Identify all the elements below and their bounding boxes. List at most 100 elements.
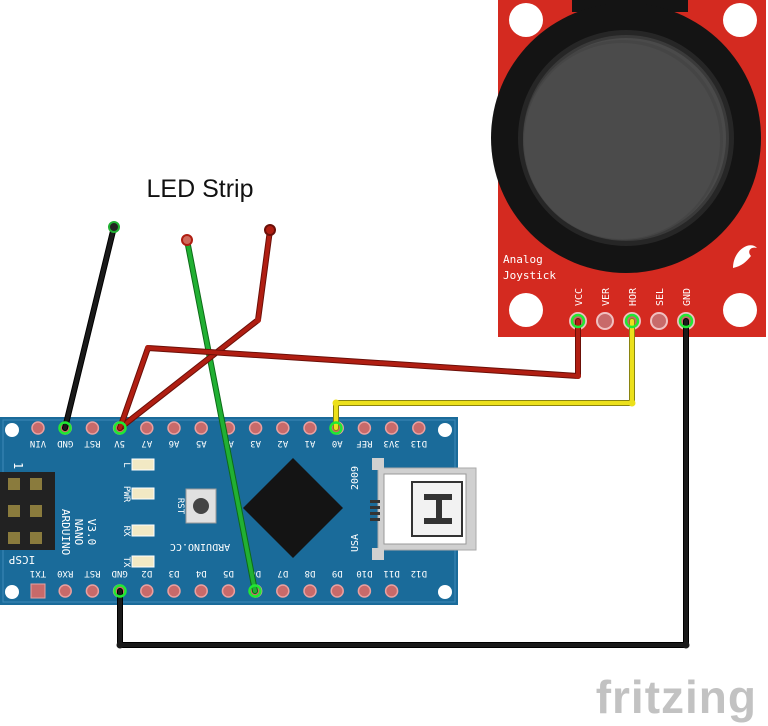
pin-a6: [167, 421, 181, 435]
pin-label-a3: A3: [250, 438, 261, 448]
joystick-pin-label-vcc: VCC: [574, 288, 585, 306]
pin-label-d3: D3: [169, 568, 180, 578]
pin-label-tx1: TX1: [30, 568, 46, 578]
joystick-pin-label-ver: VER: [601, 287, 612, 306]
pin-d10: [357, 584, 372, 598]
pin-label-gnd: GND: [111, 568, 127, 578]
pin-a7: [140, 421, 154, 435]
led-data-end: [181, 234, 193, 246]
mcu-chip: [243, 458, 343, 558]
pin-d2: [140, 584, 154, 598]
fritzing-watermark: fritzing: [596, 671, 757, 723]
pin-d11: [384, 584, 399, 598]
pin-label-rst: RST: [84, 568, 101, 578]
pin-3v3: [384, 421, 399, 435]
pin-label-a6: A6: [169, 438, 180, 448]
mount-hole: [509, 3, 543, 37]
pin-label-d6: D6: [250, 568, 261, 578]
joystick-label-line2: Joystick: [503, 269, 556, 282]
country-label: USA: [350, 534, 361, 552]
pin-a2: [276, 421, 290, 435]
pin-label-a0: A0: [332, 438, 343, 448]
reset-label: RST: [175, 498, 185, 515]
mount-hole: [723, 3, 757, 37]
pin-d9: [330, 584, 344, 598]
joystick-pin-ver: [596, 312, 614, 330]
svg-text:NANO: NANO: [72, 519, 85, 546]
icsp-pin1-label: 1: [11, 462, 25, 469]
pin-label-d12: D12: [411, 568, 427, 578]
pin-label-d4: D4: [196, 568, 207, 578]
pin-rx0: [58, 584, 72, 598]
connected-pin-highlights: [58, 313, 694, 598]
svg-text:V3.0: V3.0: [85, 519, 98, 546]
pin-label-a7: A7: [141, 438, 152, 448]
status-leds: L PWR RX TX: [121, 458, 155, 568]
joystick-pin-label-sel: SEL: [655, 288, 666, 306]
joystick-pin-label-hor: HOR: [628, 287, 639, 306]
pin-label-5v: 5V: [114, 438, 125, 448]
board-name: ARDUINO NANO V3.0: [59, 509, 98, 555]
nano-header-bottom: [31, 421, 426, 435]
mount-hole: [5, 585, 19, 599]
mount-hole: [438, 423, 452, 437]
joystick-label-line1: Analog: [503, 253, 543, 266]
joystick-pin-labels: VCC VER HOR SEL GND: [574, 287, 693, 306]
reset-button-cap: [193, 498, 209, 514]
pin-tx1: [30, 583, 46, 599]
icsp-label: ICSP: [8, 553, 35, 566]
led-gnd-end: [108, 221, 120, 233]
wires: [62, 224, 690, 649]
mount-hole: [438, 585, 452, 599]
pin-d3: [167, 584, 181, 598]
joystick-pin-label-gnd: GND: [682, 288, 693, 306]
usb-connector: [370, 458, 477, 560]
pin-label-d10: D10: [356, 568, 372, 578]
pin-label-a1: A1: [305, 438, 316, 448]
led-pwr-label: PWR: [121, 486, 131, 503]
pin-a5: [194, 421, 208, 435]
pin-label-d13: D13: [411, 438, 427, 448]
pin-d13: [412, 421, 426, 435]
diagram-title: LED Strip: [147, 175, 254, 203]
pin-label-gnd: GND: [57, 438, 73, 448]
pin-rst: [85, 421, 100, 435]
brand-label: ARDUINO.CC: [170, 541, 230, 552]
led-rx-label: RX: [121, 526, 131, 537]
pin-d5: [221, 584, 236, 598]
pin-label-rx0: RX0: [57, 568, 73, 578]
led-5v-end: [264, 224, 276, 236]
pin-d8: [303, 584, 317, 598]
svg-text:ARDUINO: ARDUINO: [59, 509, 72, 555]
pin-label-d9: D9: [332, 568, 343, 578]
nano-header-top: [30, 583, 399, 599]
pin-label-3v3: 3V3: [383, 438, 399, 448]
pin-a3: [248, 421, 263, 435]
pin-label-d7: D7: [277, 568, 288, 578]
pin-d4: [194, 584, 208, 598]
pin-label-rst: RST: [84, 438, 101, 448]
joystick-pin-sel: [650, 312, 668, 330]
pin-vin: [31, 421, 45, 435]
led-strip-wire-ends: [108, 221, 276, 246]
analog-joystick-module: Analog Joystick VCC VER HOR SEL GND: [491, 0, 766, 337]
pin-label-d11: D11: [383, 568, 399, 578]
nano-top-labels: D12 D11 D10 D9 D8 D7 D6 D5 D4 D3 D2 GND RST RX0 TX1: [30, 568, 427, 578]
pin-label-d5: D5: [223, 568, 234, 578]
wire-yellow-joystick-hor: [333, 318, 635, 431]
pin-label-a5: A5: [196, 438, 207, 448]
mount-hole: [723, 293, 757, 327]
led-l-label: L: [121, 462, 131, 467]
pin-label-d2: D2: [141, 568, 152, 578]
brand-flame-icon: [733, 245, 757, 268]
led-tx-label: TX: [121, 557, 131, 568]
pin-label-d8: D8: [305, 568, 316, 578]
mount-hole: [509, 293, 543, 327]
pin-rst: [85, 584, 100, 598]
pin-d7: [276, 584, 290, 598]
pin-label-ref: REF: [356, 438, 372, 448]
pin-label-a2: A2: [277, 438, 288, 448]
year-label: 2009: [350, 466, 361, 490]
